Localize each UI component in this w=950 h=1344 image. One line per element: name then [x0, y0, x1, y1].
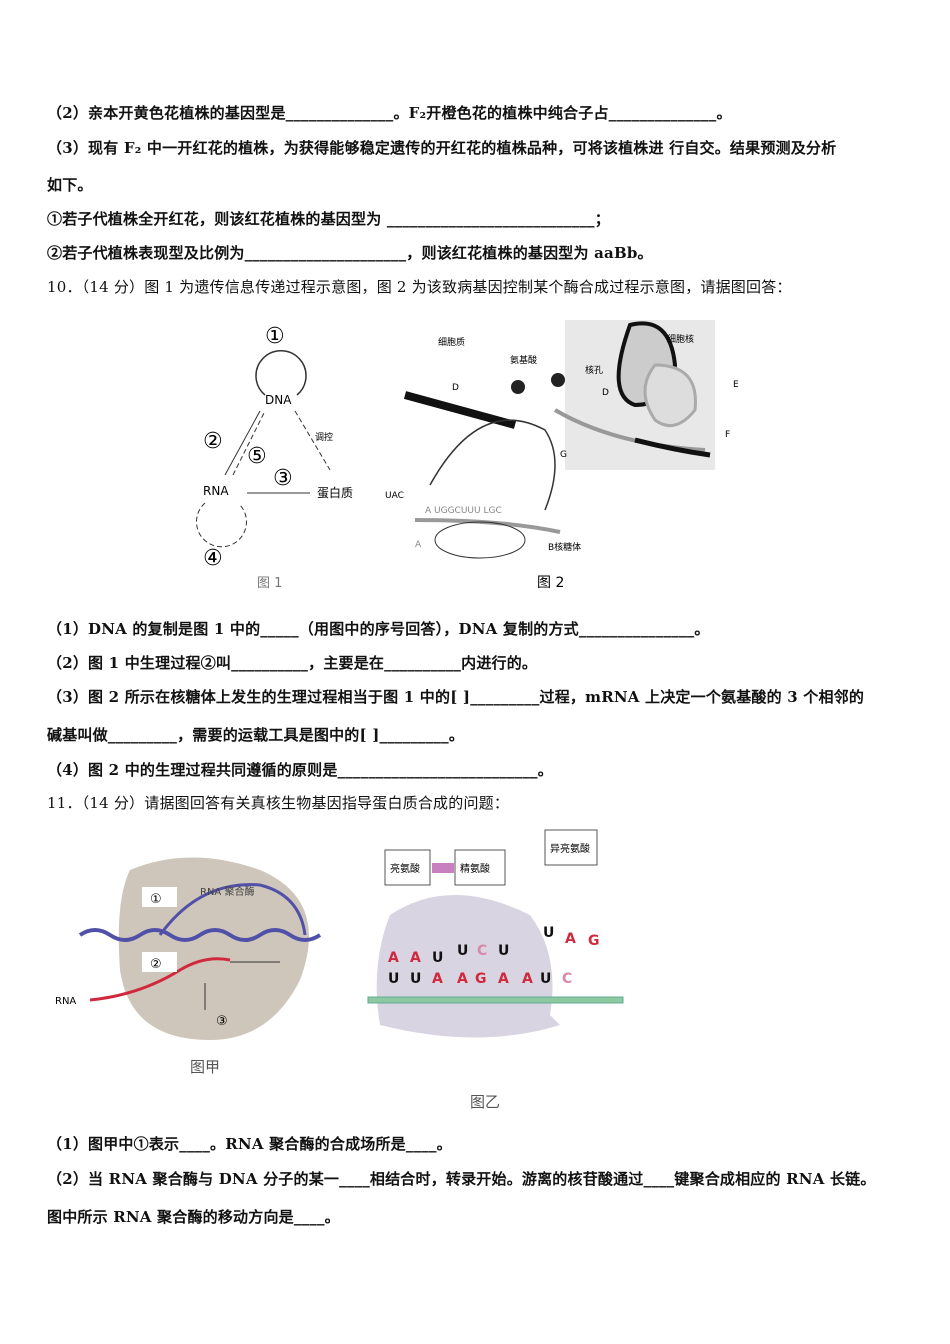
isoleucine-label: 异亮氨酸	[550, 842, 590, 855]
label-F: F	[725, 430, 730, 440]
codon-base: G	[475, 971, 487, 987]
anticodon-uac: UAC	[385, 491, 404, 501]
anticodon-base: U	[498, 943, 509, 959]
label-3: ③	[273, 466, 293, 491]
q11-part2-cont: 图中所示 RNA 聚合酶的移动方向是____。	[47, 1208, 340, 1226]
anticodon-base: C	[477, 943, 487, 959]
label-1: ①	[150, 892, 162, 907]
anticodon-base: U	[543, 925, 554, 941]
protein-label: 蛋白质	[317, 485, 353, 500]
rna-polymerase-label: RNA 聚合酶	[200, 885, 254, 898]
q9-part2: （2）亲本开黄色花植株的基因型是______________。F₂开橙色花的植株…	[47, 104, 732, 122]
rna-label: RNA	[55, 996, 76, 1007]
label-5: ⑤	[247, 444, 267, 469]
label-D2: D	[602, 388, 609, 398]
q9-part3-case2: ②若子代植株表现型及比例为_____________________，则该红花植…	[47, 244, 653, 262]
codon-base: A	[457, 971, 468, 987]
q9-part3-case1: ①若子代植株全开红花，则该红花植株的基因型为 _________________…	[47, 210, 610, 228]
anticodon-base: U	[432, 950, 443, 966]
label-A: A	[415, 540, 422, 550]
figure-1-caption: 图 1	[257, 576, 282, 591]
figure-2-translation: 细胞质 氨基酸 细胞核 核孔 D E F D G UAC A UGGCUUU L…	[385, 320, 739, 591]
codon-base: U	[540, 971, 551, 987]
nucleus-label: 细胞核	[667, 333, 694, 345]
ribosome-label: B核糖体	[548, 541, 581, 553]
leucine-label: 亮氨酸	[390, 862, 420, 875]
q10-part1: （1）DNA 的复制是图 1 中的_____（用图中的序号回答），DNA 复制的…	[47, 620, 710, 638]
figure-jia-caption: 图甲	[190, 1058, 220, 1076]
figure-jia-transcription: ① ② ③ RNA 聚合酶 RNA 图甲	[55, 857, 322, 1076]
anticodon-base: A	[565, 931, 576, 947]
anticodon-base: A	[388, 950, 399, 966]
q11-part1: （1）图甲中①表示____。RNA 聚合酶的合成场所是____。	[47, 1135, 452, 1153]
anticodon-base: A	[410, 950, 421, 966]
figure-2-caption: 图 2	[537, 575, 564, 591]
label-G: G	[560, 450, 567, 460]
q10-part3: （3）图 2 所示在核糖体上发生的生理过程相当于图 1 中的[ ]_______…	[47, 688, 865, 706]
rna-label: RNA	[203, 484, 229, 498]
figure-1-central-dogma: ① ② ⑤ ③ ④ DNA 调控 RNA 蛋白质 图 1	[195, 324, 353, 591]
q9-part3-cont: 如下。	[47, 176, 93, 194]
q10-heading: 10．（14 分）图 1 为遗传信息传递过程示意图，图 2 为该致病基因控制某个…	[47, 278, 792, 296]
anticodon-base: G	[588, 933, 600, 949]
codon-base: U	[410, 971, 421, 987]
amino-acid-label: 氨基酸	[510, 354, 537, 366]
label-D: D	[452, 383, 459, 393]
label-3: ③	[216, 1014, 228, 1029]
codon-base: U	[388, 971, 399, 987]
arginine-label: 精氨酸	[460, 862, 490, 875]
label-4: ④	[203, 546, 223, 571]
figure-yi-caption: 图乙	[470, 1093, 500, 1111]
label-1: ①	[265, 324, 285, 349]
mrna-sequence: A UGGCUUU LGC	[425, 506, 502, 516]
q10-part3-cont: 碱基叫做_________，需要的运载工具是图中的[ ]_________。	[47, 726, 465, 744]
q10-part2: （2）图 1 中生理过程②叫__________，主要是在__________内…	[47, 654, 538, 672]
q10-part4: （4）图 2 中的生理过程共同遵循的原则是___________________…	[47, 761, 553, 779]
label-2: ②	[150, 957, 162, 972]
cytoplasm-label: 细胞质	[438, 336, 465, 348]
label-E: E	[733, 380, 739, 390]
regulate-label: 调控	[315, 431, 333, 443]
codon-base: C	[562, 971, 572, 987]
nuclear-pore-label: 核孔	[585, 364, 603, 376]
q11-heading: 11．（14 分）请据图回答有关真核生物基因指导蛋白质合成的问题：	[47, 794, 510, 812]
label-2: ②	[203, 429, 223, 454]
q11-part2: （2）当 RNA 聚合酶与 DNA 分子的某一____相结合时，转录开始。游离的…	[47, 1170, 876, 1188]
dna-label: DNA	[265, 393, 292, 407]
q9-part3: （3）现有 F₂ 中一开红花的植株，为获得能够稳定遗传的开红花的植株品种，可将该…	[47, 139, 837, 157]
anticodon-base: U	[457, 943, 468, 959]
codon-base: A	[522, 971, 533, 987]
codon-base: A	[498, 971, 509, 987]
codon-base: A	[432, 971, 443, 987]
